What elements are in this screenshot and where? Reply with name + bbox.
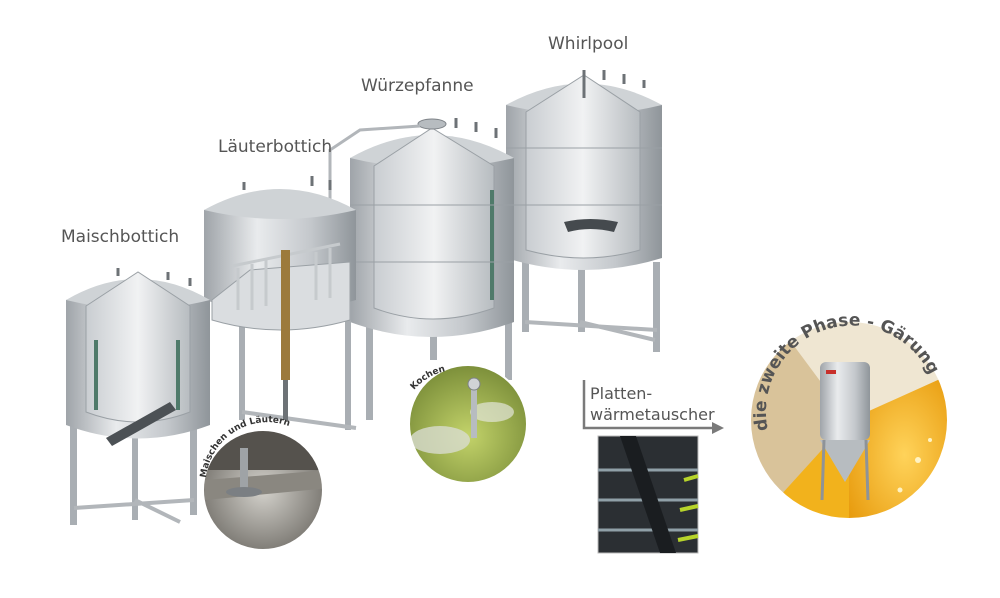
gaerung-lagerung-photo (749, 320, 949, 520)
maischbottich-vessel (66, 268, 210, 525)
heat-exchanger-photo (597, 435, 699, 554)
label-hx-line1: Platten- (590, 384, 653, 403)
label-whirlpool: Whirlpool (548, 34, 629, 54)
label-wuerzepfanne: Würzepfanne (361, 76, 474, 96)
label-maischbottich: Maischbottich (61, 227, 180, 247)
label-laeuterbottich: Läuterbottich (218, 137, 333, 157)
heat-exchanger-arrow (582, 380, 724, 434)
label-hx-line2: wärmetauscher (590, 405, 715, 424)
laeuterbottich-vessel (204, 176, 357, 430)
wuerzepfanne-vessel (328, 118, 514, 420)
whirlpool-vessel (506, 70, 662, 352)
kochen-photo (408, 364, 528, 484)
label-plattenwaermetauscher: Platten- wärmetauscher (590, 383, 715, 425)
